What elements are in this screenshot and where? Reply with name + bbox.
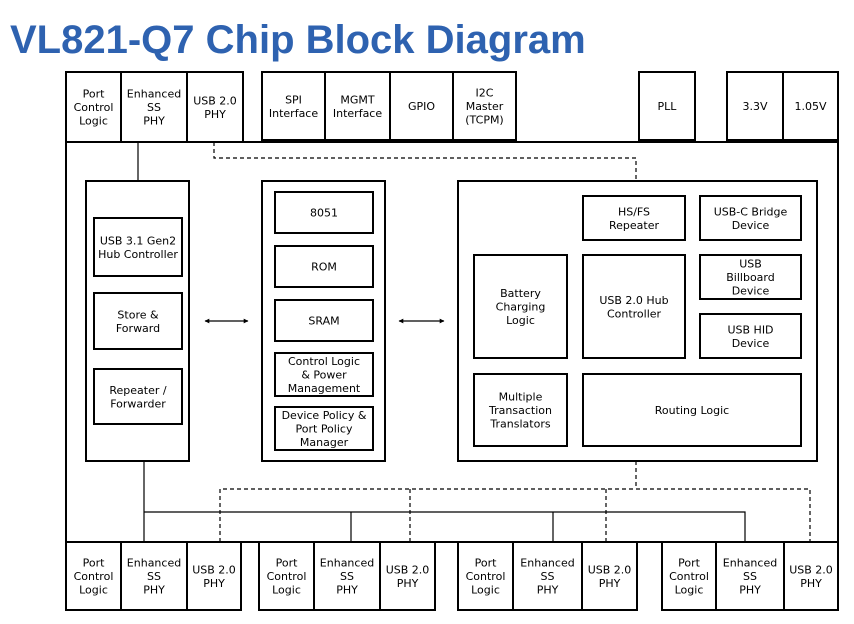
sram-label: SRAM bbox=[308, 315, 339, 328]
store-forward-label: Store &Forward bbox=[116, 308, 160, 335]
store-forward-block bbox=[93, 292, 183, 350]
port-1-usb2-phy-block bbox=[186, 541, 242, 611]
top-usb2-dashed-connector bbox=[213, 142, 637, 181]
usb31-hub-controller-block bbox=[93, 217, 183, 277]
top-usb2-phy-block bbox=[186, 71, 244, 143]
port-2-port-control-block bbox=[258, 541, 315, 611]
battery-charging-block bbox=[473, 254, 568, 359]
repeater-forwarder-block bbox=[93, 368, 183, 425]
usbc-bridge-block bbox=[699, 195, 802, 241]
port-4-enhanced-ss-phy-block bbox=[715, 541, 785, 611]
port-3-usb2-phy-block bbox=[581, 541, 638, 611]
pll-label: PLL bbox=[658, 100, 678, 113]
port-2-usb2-phy-block bbox=[379, 541, 436, 611]
port-2-enhanced-ss-phy-block bbox=[313, 541, 381, 611]
hsfs-repeater-block bbox=[582, 195, 686, 241]
mcu-8051-block bbox=[274, 191, 374, 234]
routing-logic-block bbox=[582, 373, 802, 447]
gpio-block bbox=[389, 71, 454, 141]
mtt-block bbox=[473, 373, 568, 447]
port-1-port-control-block bbox=[65, 541, 122, 611]
mcu-8051-label: 8051 bbox=[310, 207, 338, 220]
hid-device-block bbox=[699, 313, 802, 359]
spi-interface-block bbox=[261, 71, 326, 141]
port-3-enhanced-ss-phy-block bbox=[512, 541, 583, 611]
billboard-device-block bbox=[699, 254, 802, 300]
3v3-block bbox=[726, 71, 784, 141]
port-4-usb2-phy-block bbox=[783, 541, 839, 611]
gpio-label: GPIO bbox=[408, 100, 435, 113]
pll-block bbox=[638, 71, 696, 141]
page-title: VL821-Q7 Chip Block Diagram bbox=[10, 18, 586, 62]
routing-logic-label: Routing Logic bbox=[655, 404, 729, 417]
device-policy-block bbox=[274, 406, 374, 451]
1v05-label: 1.05V bbox=[794, 100, 826, 113]
port-1-enhanced-ss-phy-block bbox=[120, 541, 188, 611]
1v05-block bbox=[782, 71, 839, 141]
usb2-hub-controller-block bbox=[582, 254, 686, 359]
top-port-control-block bbox=[65, 71, 122, 143]
i2c-master-block bbox=[452, 71, 517, 141]
repeater-forwarder-label: Repeater /Forwarder bbox=[109, 384, 167, 411]
3v3-label: 3.3V bbox=[742, 100, 767, 113]
rom-label: ROM bbox=[311, 261, 337, 274]
rom-block bbox=[274, 245, 374, 288]
ss-bus-connector bbox=[144, 511, 746, 542]
sram-block bbox=[274, 299, 374, 342]
port-4-port-control-block bbox=[661, 541, 717, 611]
control-logic-block bbox=[274, 352, 374, 397]
